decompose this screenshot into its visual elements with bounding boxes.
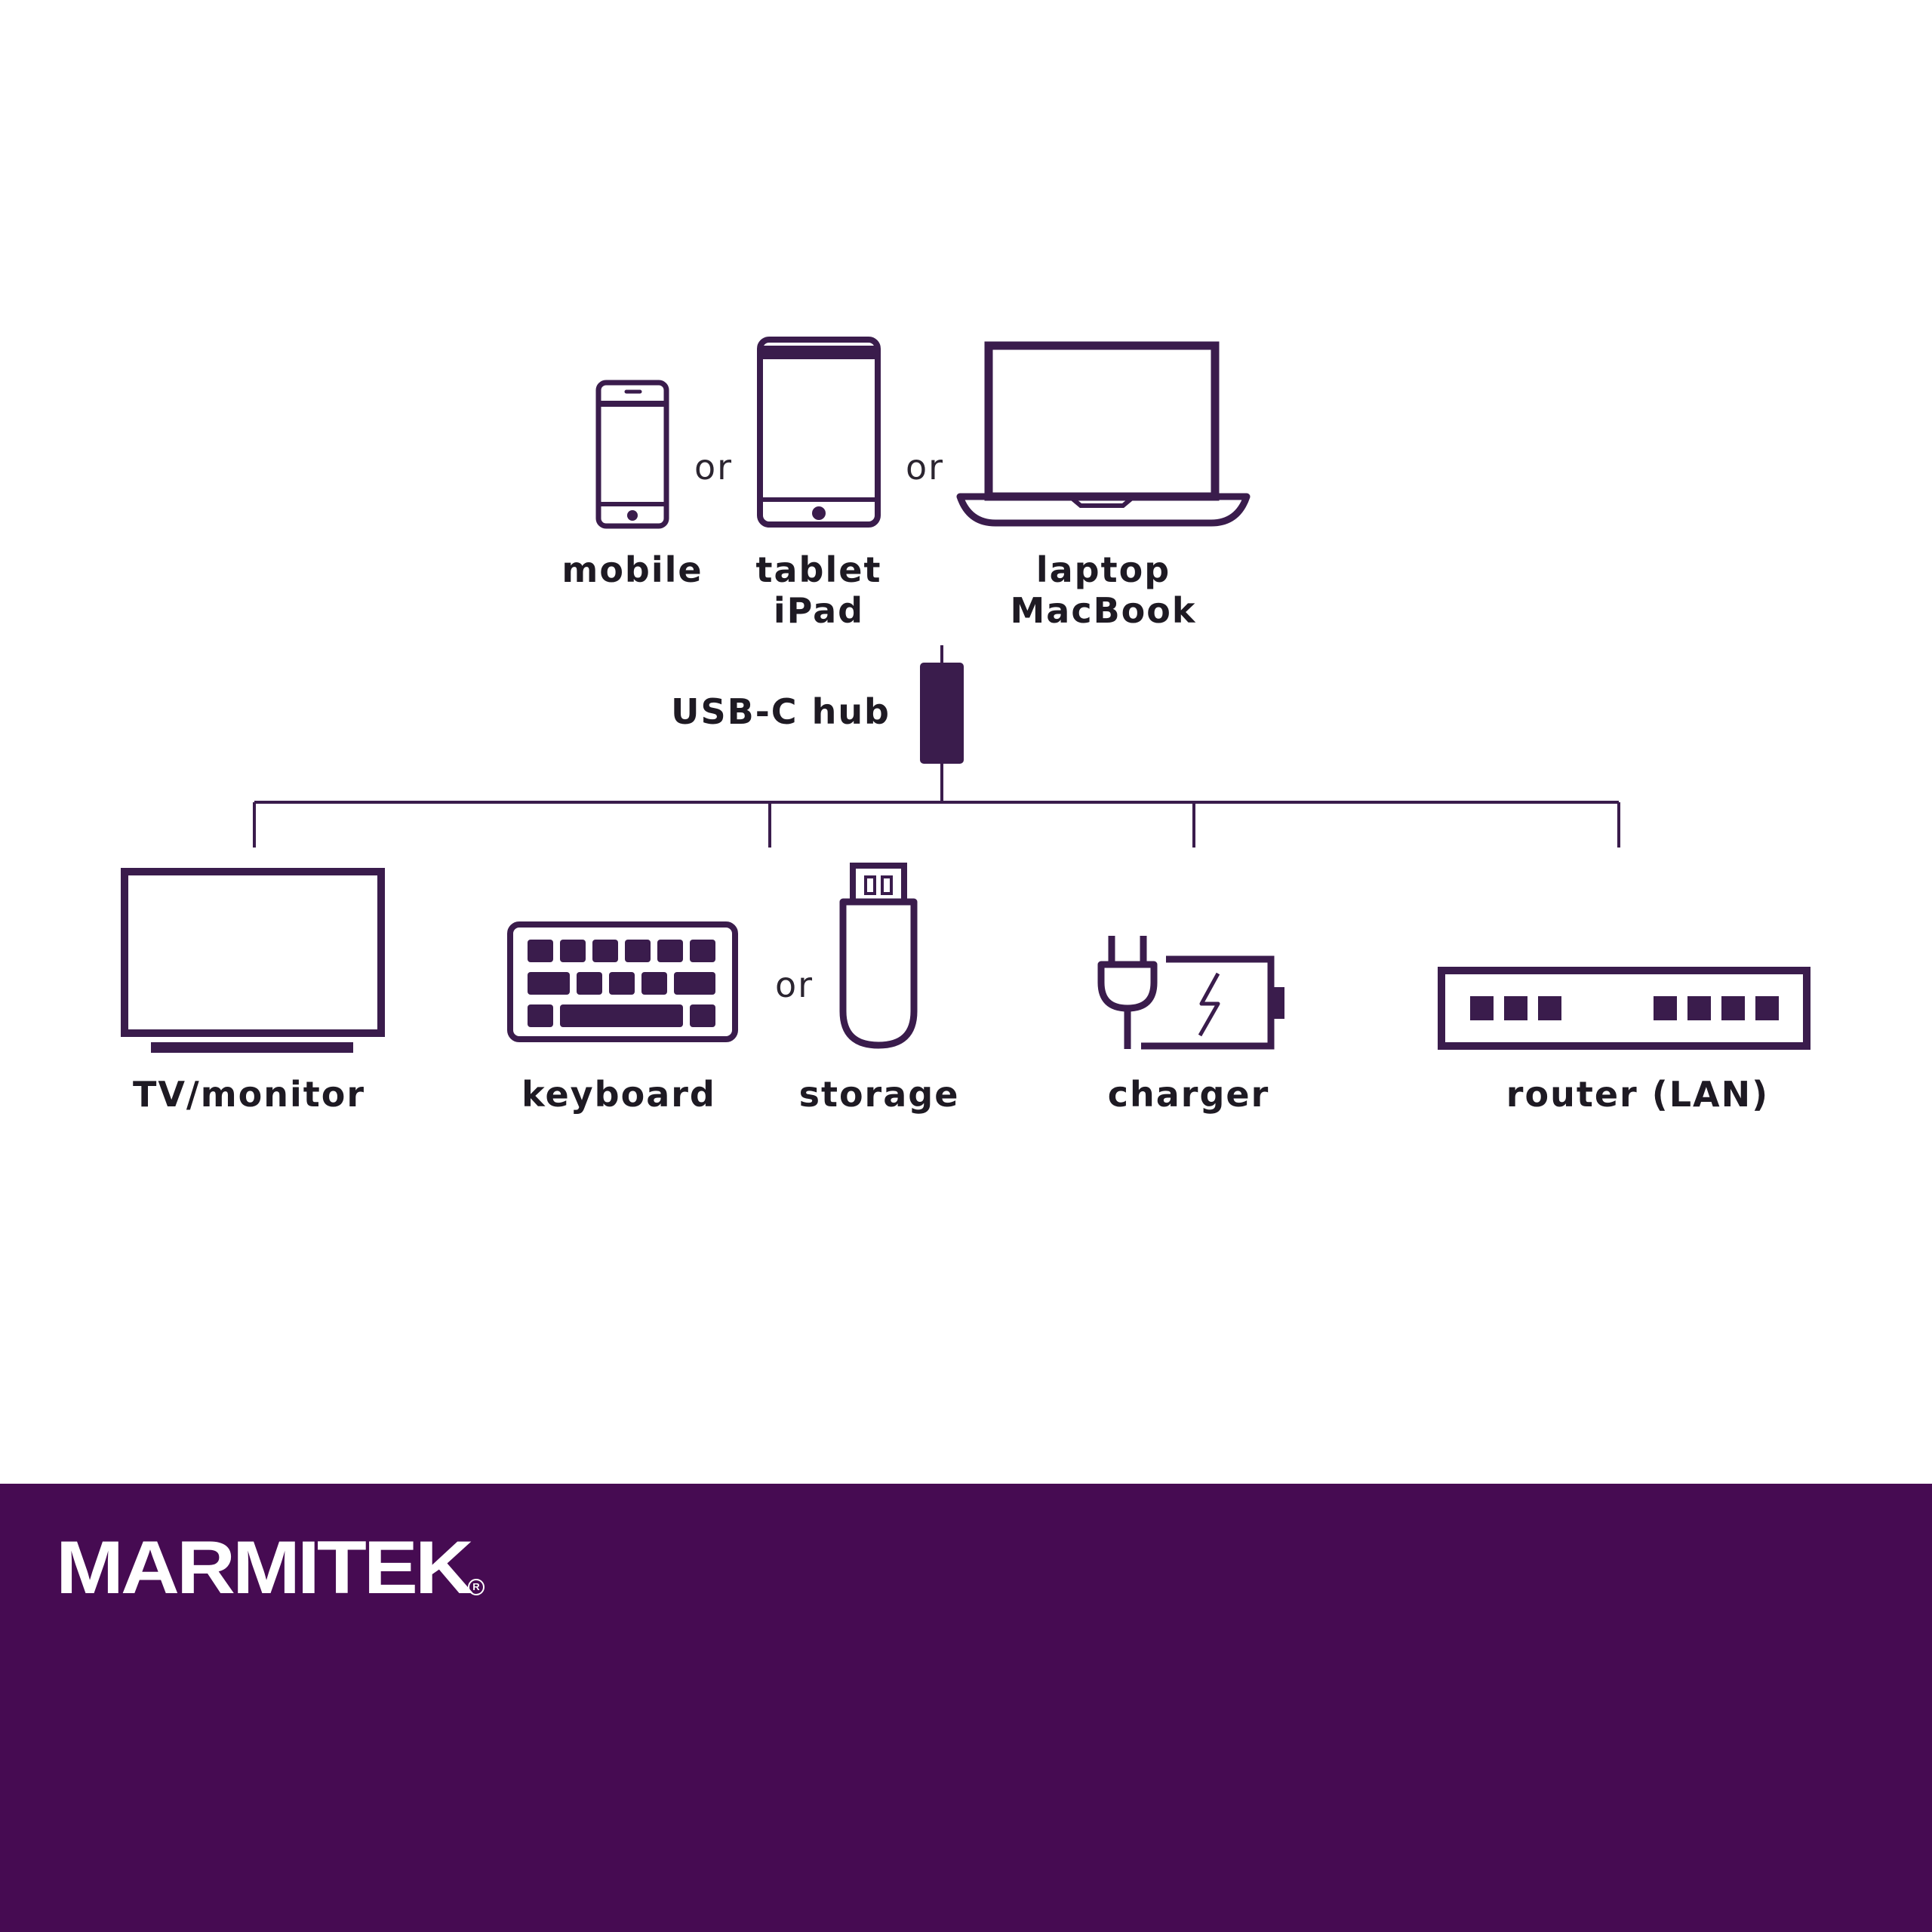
- tv-monitor-label: TV/monitor: [132, 1074, 366, 1115]
- registered-mark: R: [468, 1579, 485, 1595]
- storage-label: storage: [798, 1074, 960, 1115]
- connection-diagram: mobile or tablet iPad or laptop MacBook …: [121, 337, 1810, 1115]
- macbook-label: MacBook: [1010, 590, 1197, 631]
- router-label: router (LAN): [1506, 1074, 1770, 1115]
- tablet-icon: [757, 337, 881, 528]
- charger-label: charger: [1107, 1074, 1270, 1115]
- keyboard-icon: [507, 921, 738, 1042]
- usb-c-hub-label: USB-C hub: [671, 691, 891, 732]
- laptop-label: laptop: [1035, 549, 1171, 590]
- tablet-label: tablet: [755, 549, 882, 590]
- plug-battery-icon: [1097, 936, 1284, 1050]
- smartphone-icon: [595, 380, 669, 529]
- keyboard-label: keyboard: [521, 1074, 716, 1115]
- usb-c-hub-icon: [920, 663, 964, 764]
- or-separator-2: or: [906, 447, 945, 488]
- diagram-graphics: [121, 337, 1810, 1053]
- marmitek-logo: MARMITEK: [56, 1525, 474, 1610]
- laptop-icon: [956, 341, 1251, 527]
- or-separator-3: or: [775, 964, 814, 1005]
- ipad-label: iPad: [773, 590, 865, 631]
- or-separator-1: or: [694, 447, 734, 488]
- mobile-label: mobile: [561, 549, 703, 590]
- usb-stick-icon: [839, 863, 918, 1049]
- footer-bar: [0, 1484, 1932, 1932]
- router-icon: [1438, 967, 1810, 1050]
- monitor-icon: [121, 868, 385, 1053]
